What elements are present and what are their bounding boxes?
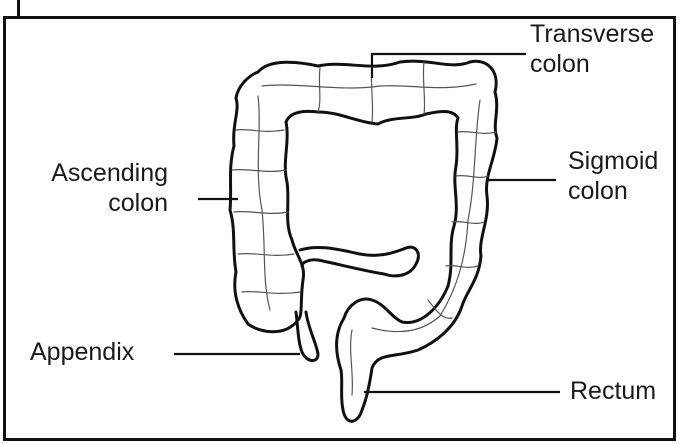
haustra-ascending-4	[238, 254, 294, 256]
label-ascending-line1: Ascending	[18, 158, 168, 188]
ascending-fold-line	[258, 96, 270, 310]
large-intestine-outline	[230, 61, 497, 421]
haustra-ascending-5	[242, 292, 300, 294]
haustra-transverse-1	[318, 68, 320, 112]
ileum-outline	[300, 247, 418, 276]
haustra-transverse-3	[423, 62, 424, 114]
haustra-sigmoid-2	[456, 176, 488, 178]
label-sigmoid-colon: Sigmoid colon	[568, 146, 658, 206]
label-transverse-line2: colon	[530, 49, 654, 79]
label-sigmoid-line1: Sigmoid	[568, 146, 658, 176]
label-transverse-colon: Transverse colon	[530, 19, 654, 79]
label-appendix: Appendix	[30, 337, 134, 367]
label-transverse-line1: Transverse	[530, 19, 654, 49]
label-rectum: Rectum	[570, 376, 656, 406]
haustra-ascending-3	[234, 212, 288, 214]
transverse-fold-line	[262, 84, 476, 88]
haustra-ascending-2	[232, 170, 286, 172]
sigmoid-fold-line	[372, 100, 480, 332]
label-ascending-colon: Ascending colon	[18, 158, 168, 218]
label-sigmoid-line2: colon	[568, 176, 658, 206]
haustra-ascending-1	[236, 130, 284, 132]
label-ascending-line2: colon	[18, 188, 168, 218]
rectum-fold-line	[351, 330, 353, 395]
